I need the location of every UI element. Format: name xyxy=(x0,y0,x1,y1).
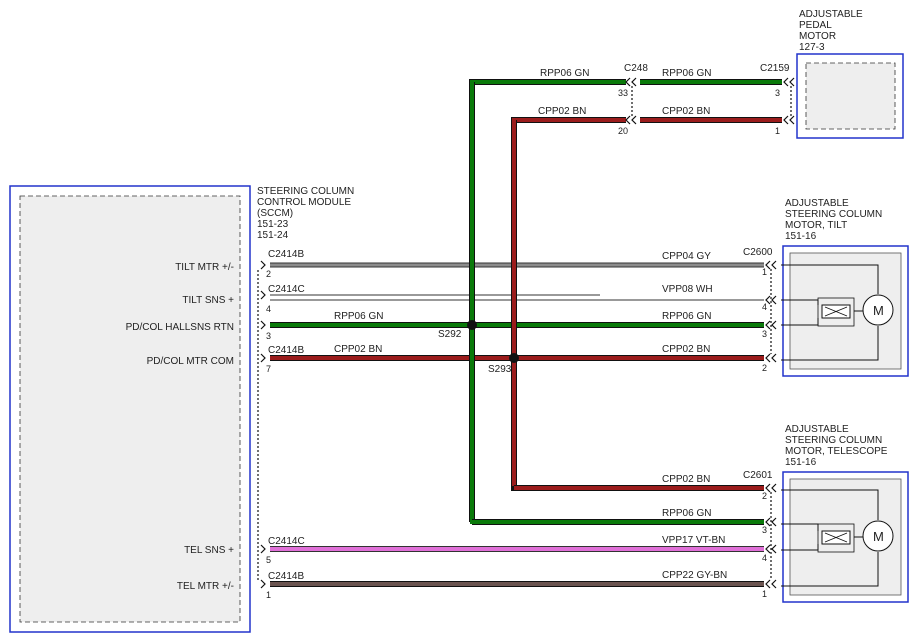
pedal-title-1: ADJUSTABLE xyxy=(799,9,863,20)
connector-c2414c-2: C2414C xyxy=(268,536,305,547)
sccm-title-2: CONTROL MODULE xyxy=(257,197,351,208)
splice-s292-label: S292 xyxy=(438,329,462,340)
sccm-pin-tilt-sns: TILT SNS + xyxy=(182,295,234,306)
connector-chevrons xyxy=(257,77,795,589)
sccm-title-4: 151-23 xyxy=(257,219,289,230)
wire-label-tilt-mtr: CPP04 GY xyxy=(662,251,711,262)
wire-label-top-brown-left: CPP02 BN xyxy=(538,106,586,117)
pin-c2600-3: 3 xyxy=(762,329,767,339)
pin-c2601-4: 4 xyxy=(762,553,767,563)
pin-c2159-3: 3 xyxy=(775,88,780,98)
pin-c2601-1: 1 xyxy=(762,589,767,599)
tilt-title-3: MOTOR, TILT xyxy=(785,220,847,231)
wire-label-tel-green: RPP06 GN xyxy=(662,508,711,519)
connector-c2414b-2: C2414B xyxy=(268,345,304,356)
wire-label-com-left: CPP02 BN xyxy=(334,344,382,355)
telescope-motor-module: ADJUSTABLE STEERING COLUMN MOTOR, TELESC… xyxy=(781,424,909,603)
wire-label-tel-brown: CPP02 BN xyxy=(662,474,710,485)
wire-label-top-green-left: RPP06 GN xyxy=(540,68,589,79)
tel-motor-symbol: M xyxy=(873,529,884,544)
sccm-pin-tel-mtr: TEL MTR +/- xyxy=(177,581,234,592)
pedal-title-2: PEDAL xyxy=(799,20,832,31)
sccm-title-3: (SCCM) xyxy=(257,208,293,219)
wire-label-top-brown-right: CPP02 BN xyxy=(662,106,710,117)
tel-title-4: 151-16 xyxy=(785,457,817,468)
connector-c2600: C2600 xyxy=(743,247,773,258)
pin-c2601-2: 2 xyxy=(762,491,767,501)
connector-c2414b-1: C2414B xyxy=(268,249,304,260)
pin-sccm-5: 5 xyxy=(266,555,271,565)
pin-c2600-2: 2 xyxy=(762,363,767,373)
splice-s293-label: S293 xyxy=(488,364,512,375)
pin-sccm-1: 1 xyxy=(266,590,271,600)
sccm-title-1: STEERING COLUMN xyxy=(257,186,354,197)
pin-c248-33: 33 xyxy=(618,88,628,98)
tilt-motor-symbol: M xyxy=(873,303,884,318)
sccm-pin-tel-sns: TEL SNS + xyxy=(184,545,234,556)
connector-c2414b-3: C2414B xyxy=(268,571,304,582)
pin-sccm-3: 3 xyxy=(266,331,271,341)
wire-tel-brown xyxy=(511,485,764,491)
tilt-motor-module: ADJUSTABLE STEERING COLUMN MOTOR, TILT 1… xyxy=(781,198,909,377)
wire-label-com-right: CPP02 BN xyxy=(662,344,710,355)
pin-sccm-7: 7 xyxy=(266,364,271,374)
tilt-title-1: ADJUSTABLE xyxy=(785,198,849,209)
pin-c2600-1: 1 xyxy=(762,267,767,277)
pin-sccm-2: 2 xyxy=(266,269,271,279)
sccm-title-5: 151-24 xyxy=(257,230,289,241)
wire-label-top-green-right: RPP06 GN xyxy=(662,68,711,79)
tilt-title-2: STEERING COLUMN xyxy=(785,209,882,220)
tel-title-3: MOTOR, TELESCOPE xyxy=(785,446,888,457)
connector-c2159: C2159 xyxy=(760,63,790,74)
sccm-module: STEERING COLUMN CONTROL MODULE (SCCM) 15… xyxy=(9,185,354,633)
wire-label-tilt-sns: VPP08 WH xyxy=(662,284,713,295)
pedal-title-3: MOTOR xyxy=(799,31,836,42)
splice-s293-dot xyxy=(509,353,519,363)
connector-c2601: C2601 xyxy=(743,470,773,481)
sccm-pin-mtr-com: PD/COL MTR COM xyxy=(147,356,234,367)
pin-c2601-3: 3 xyxy=(762,525,767,535)
pin-c2600-4: 4 xyxy=(762,302,767,312)
wire-label-hall-left: RPP06 GN xyxy=(334,311,383,322)
wire-label-tel-mtr: CPP22 GY-BN xyxy=(662,570,727,581)
tel-title-2: STEERING COLUMN xyxy=(785,435,882,446)
pin-sccm-4: 4 xyxy=(266,304,271,314)
connector-c248: C248 xyxy=(624,63,648,74)
wire-label-hall-right: RPP06 GN xyxy=(662,311,711,322)
tel-title-1: ADJUSTABLE xyxy=(785,424,849,435)
pedal-motor-module: ADJUSTABLE PEDAL MOTOR 127-3 xyxy=(796,9,904,139)
sccm-pin-hallsns-rtn: PD/COL HALLSNS RTN xyxy=(126,322,234,333)
splice-s292-dot xyxy=(467,320,477,330)
connector-c2414c-1: C2414C xyxy=(268,284,305,295)
wire-label-tel-sns: VPP17 VT-BN xyxy=(662,535,725,546)
pin-c248-20: 20 xyxy=(618,126,628,136)
pin-c2159-1: 1 xyxy=(775,126,780,136)
pedal-title-4: 127-3 xyxy=(799,42,825,53)
sccm-pin-tilt-mtr: TILT MTR +/- xyxy=(175,262,234,273)
tilt-title-4: 151-16 xyxy=(785,231,817,242)
